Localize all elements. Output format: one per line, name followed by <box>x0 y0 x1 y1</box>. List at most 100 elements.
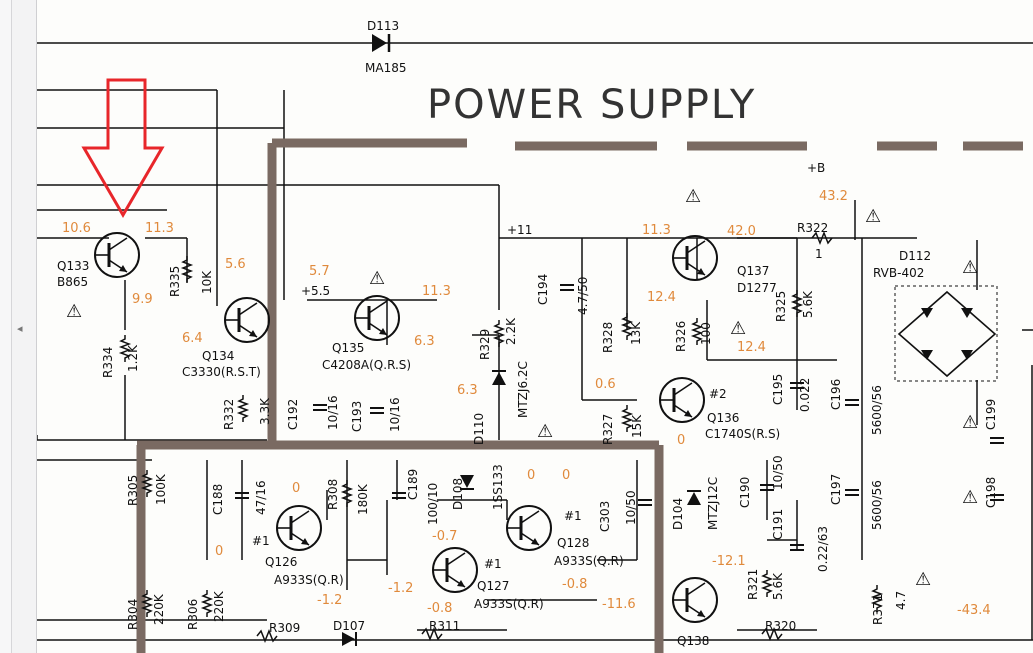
label-r334: R334 <box>101 347 115 378</box>
warning-icon: ⚠ <box>685 186 701 207</box>
transistor-q126: Q126 A933S(Q.R) #1 <box>252 504 344 587</box>
label-r327v: 15K <box>630 414 644 438</box>
warning-icon: ⚠ <box>865 206 881 227</box>
label-a933s-a: A933S(Q.R) <box>274 573 344 587</box>
label-vm0-7: -0.7 <box>432 529 457 544</box>
warning-icon: ⚠ <box>962 487 978 508</box>
label-rvb402: RVB-402 <box>873 266 924 280</box>
warning-icon: ⚠ <box>369 268 385 289</box>
label-c197: C197 <box>829 474 843 505</box>
sidebar-scrollbar[interactable] <box>0 0 12 653</box>
label-q134: Q134 <box>202 349 234 363</box>
label-r328v: 13K <box>629 321 643 345</box>
label-c192v: 10/16 <box>326 395 340 430</box>
label-c194v: 4.7/50 <box>576 277 590 315</box>
label-r335v: 10K <box>200 270 214 294</box>
label-ss133: 1SS133 <box>491 464 505 510</box>
label-vm1-2a: -1.2 <box>317 593 342 608</box>
bridge-rectifier-d112: D112 RVB-402 <box>873 249 998 382</box>
label-q136: Q136 <box>707 411 739 425</box>
collapse-sidebar-icon[interactable]: ◂ <box>17 322 23 335</box>
label-v10-6: 10.6 <box>62 221 91 236</box>
label-v0b: 0 <box>527 468 535 483</box>
label-v42-0: 42.0 <box>727 224 756 239</box>
label-q126: Q126 <box>265 555 297 569</box>
schematic-diagram: POWER SUPPLY D113 MA185 +B +11 +5.5 Q133… <box>37 19 1033 653</box>
label-r311: R311 <box>429 619 460 633</box>
label-q135: Q135 <box>332 341 364 355</box>
label-r321v: 5.6K <box>771 572 785 600</box>
warning-icon: ⚠ <box>66 301 82 322</box>
voltage-readings: 10.6 11.3 9.9 5.6 6.4 5.7 11.3 6.3 6.3 1… <box>62 189 991 618</box>
label-c195v: 0.022 <box>798 378 812 412</box>
label-v6-3b: 6.3 <box>457 383 478 398</box>
label-c190: C190 <box>738 477 752 508</box>
label-q137: Q137 <box>737 264 769 278</box>
label-r332v: 3.3K <box>258 397 272 425</box>
warning-icon: ⚠ <box>962 257 978 278</box>
warning-icon: ⚠ <box>730 318 746 339</box>
label-i1b: #1 <box>484 557 502 571</box>
label-c199: C199 <box>984 399 998 430</box>
label-c303: C303 <box>598 501 612 532</box>
label-c188: C188 <box>211 484 225 515</box>
label-r304v: 220K <box>152 593 166 625</box>
label-r304: R304 <box>126 599 140 630</box>
label-vm11-6: -11.6 <box>602 597 636 612</box>
label-v6-4: 6.4 <box>182 331 203 346</box>
label-r320: R320 <box>765 619 796 633</box>
label-v43-2: 43.2 <box>819 189 848 204</box>
label-r329: R329 <box>478 329 492 360</box>
transistor-q128: Q128 A933S(Q.R) #1 <box>505 504 624 568</box>
label-c303v: 10/50 <box>624 490 638 525</box>
label-vm0-8b: -0.8 <box>562 577 587 592</box>
label-r306v: 220K <box>212 590 226 622</box>
label-r322: R322 <box>797 221 828 235</box>
label-d113: D113 <box>367 19 399 33</box>
label-c193: C193 <box>350 401 364 432</box>
label-v12-4a: 12.4 <box>647 290 676 305</box>
label-v11-3c: 11.3 <box>642 223 671 238</box>
label-c194: C194 <box>536 274 550 305</box>
label-q128: Q128 <box>557 536 589 550</box>
label-v9-9: 9.9 <box>132 292 153 307</box>
label-mtzj62c: MTZJ6.2C <box>516 361 530 418</box>
label-q133: Q133 <box>57 259 89 273</box>
label-c189v: 100/10 <box>426 483 440 525</box>
diagram-title: POWER SUPPLY <box>427 82 756 128</box>
safety-warnings: ⚠ ⚠ ⚠ ⚠ ⚠ ⚠ ⚠ ⚠ ⚠ ⚠ <box>66 186 978 590</box>
label-v6-3a: 6.3 <box>414 334 435 349</box>
label-r308: R308 <box>326 479 340 510</box>
label-r326: R326 <box>674 321 688 352</box>
diodes: D110 MTZJ6.2C D108 1SS133 D104 MTZJ12C D… <box>333 361 720 646</box>
label-vm0-8a: -0.8 <box>427 601 452 616</box>
label-a933s-b: A933S(Q.R) <box>474 597 544 611</box>
label-c192: C192 <box>286 399 300 430</box>
label-r306: R306 <box>186 599 200 630</box>
transistor-q136: Q136 C1740S(R.S) #2 <box>658 376 780 441</box>
label-r371v: 4.7 <box>894 591 908 610</box>
label-r334v: 1.2K <box>126 344 140 372</box>
label-c196: C196 <box>829 379 843 410</box>
label-b865: B865 <box>57 275 88 289</box>
label-c191b: 0.22/63 <box>816 526 830 572</box>
label-i1: #1 <box>252 534 270 548</box>
label-c1740s: C1740S(R.S) <box>705 427 780 441</box>
label-c198: C198 <box>984 477 998 508</box>
viewer-sidebar: ◂ <box>0 0 37 653</box>
label-d1277: D1277 <box>737 281 777 295</box>
label-d104: D104 <box>671 498 685 530</box>
label-r322v: 1 <box>815 247 823 261</box>
label-r308v: 180K <box>356 483 370 515</box>
label-r305v: 100K <box>154 473 168 505</box>
label-c4208a: C4208A(Q.R.S) <box>322 358 411 372</box>
label-r335: R335 <box>168 266 182 297</box>
label-v0c: 0 <box>562 468 570 483</box>
capacitor-labels: C194 4.7/50 C192 10/16 C193 10/16 C195 0… <box>211 274 998 572</box>
label-v5-7: 5.7 <box>309 264 330 279</box>
transistor-q135: Q135 C4208A(Q.R.S) <box>322 294 411 372</box>
label-v11-3a: 11.3 <box>145 221 174 236</box>
label-r326v: 100 <box>699 322 713 345</box>
label-i2: #2 <box>709 387 727 401</box>
label-plus-11: +11 <box>507 223 532 237</box>
